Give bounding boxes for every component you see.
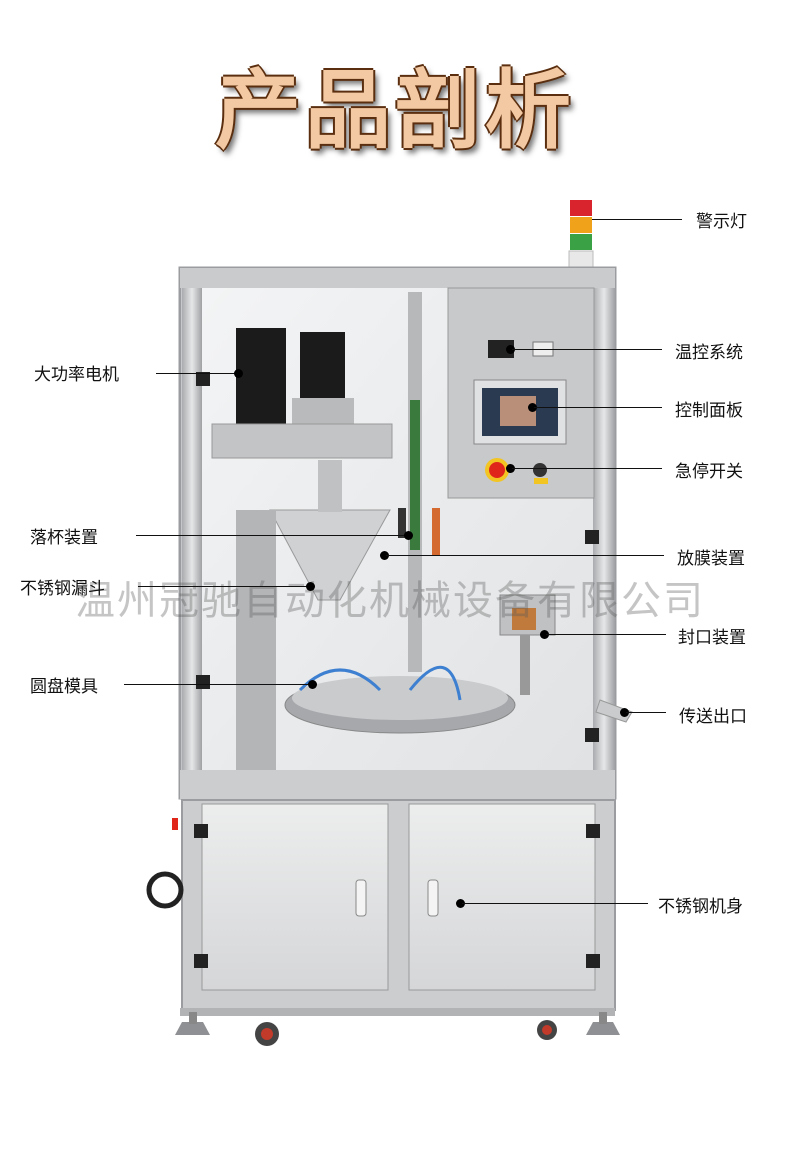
callout-line-film-device (386, 555, 664, 556)
callout-dot-funnel (306, 582, 315, 591)
callout-dot-stainless-body (456, 899, 465, 908)
label-output: 传送出口 (679, 707, 747, 727)
callout-dot-temp-control (506, 345, 515, 354)
callout-line-temp-control (512, 349, 662, 350)
label-warning-light: 警示灯 (696, 212, 747, 232)
label-cup-drop: 落杯装置 (30, 528, 98, 548)
callout-line-sealing-device (546, 634, 666, 635)
callout-line-motor (156, 373, 236, 374)
label-emergency-stop: 急停开关 (675, 462, 743, 482)
company-watermark: 温州冠驰自动化机械设备有限公司 (75, 578, 705, 624)
callout-dot-sealing-device (540, 630, 549, 639)
callout-line-disc-mold (124, 684, 310, 685)
callout-dot-film-device (380, 551, 389, 560)
label-film-device: 放膜装置 (677, 549, 745, 569)
callout-dot-control-panel (528, 403, 537, 412)
callout-dot-disc-mold (308, 680, 317, 689)
callout-dot-emergency-stop (506, 464, 515, 473)
callout-line-funnel (138, 586, 308, 587)
label-temp-control: 温控系统 (675, 343, 743, 363)
callout-line-control-panel (534, 407, 662, 408)
callout-dot-motor (234, 369, 243, 378)
label-disc-mold: 圆盘模具 (30, 677, 98, 697)
label-sealing-device: 封口装置 (678, 628, 746, 648)
callout-dot-cup-drop (404, 531, 413, 540)
callout-line-emergency-stop (512, 468, 662, 469)
callout-line-cup-drop (136, 535, 406, 536)
label-control-panel: 控制面板 (675, 401, 743, 421)
callout-line-warning-light (592, 219, 682, 220)
callout-line-output (626, 712, 666, 713)
callout-dot-output (620, 708, 629, 717)
label-motor: 大功率电机 (34, 365, 119, 385)
page-title: 产品剖析 (215, 61, 575, 161)
callout-line-stainless-body (462, 903, 648, 904)
label-stainless-body: 不锈钢机身 (658, 897, 743, 917)
label-funnel: 不锈钢漏斗 (20, 579, 105, 599)
